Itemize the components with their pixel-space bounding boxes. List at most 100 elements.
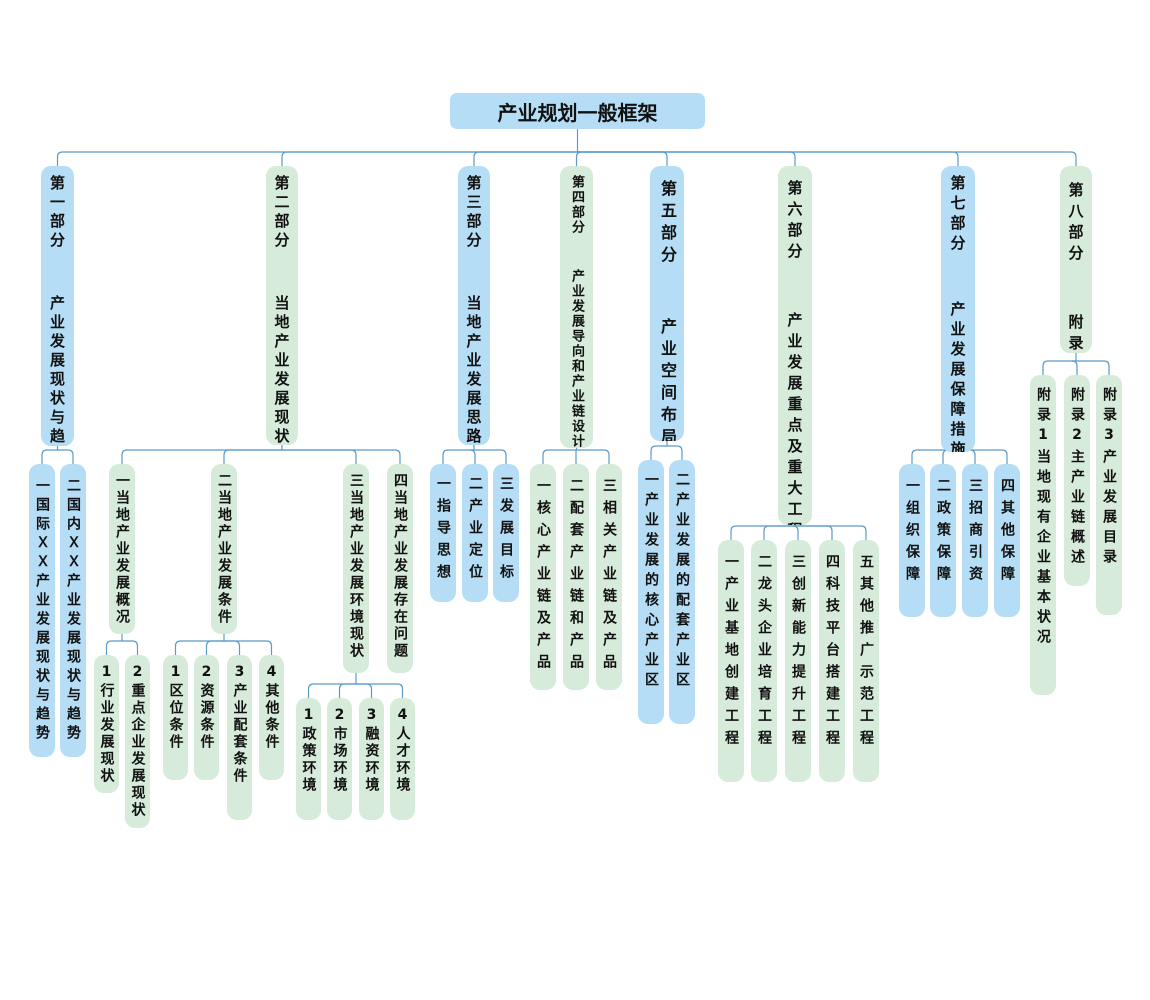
node-label: 4人才环境 [394, 707, 411, 794]
connector-line [577, 151, 959, 166]
part-2-subitem[interactable]: 2重点企业发展现状 [125, 655, 150, 828]
node-label: 2市场环境 [331, 707, 348, 794]
appendix-item[interactable]: 附录1当地现有企业基本状况 [1030, 375, 1056, 695]
connector-line [667, 445, 683, 460]
node-label: 三当地产业发展环境现状 [348, 473, 364, 660]
node-label: 附录2主产业链概述 [1069, 387, 1085, 569]
connector-line [576, 449, 610, 464]
connector-line [958, 449, 1008, 464]
connector-line [356, 683, 404, 698]
part-1-item[interactable]: 二国内ＸＸ产业发展现状与趋势 [60, 464, 86, 757]
part-6-item[interactable]: 二龙头企业培育工程 [751, 540, 777, 782]
node-label: 第一部分 产业发展现状与趋势 [48, 175, 66, 446]
connector-line [942, 449, 958, 464]
part-2-subitem[interactable]: 1行业发展现状 [94, 655, 119, 793]
part-2-item[interactable]: 二当地产业发展条件 [211, 464, 237, 634]
node-label: 二产业发展的配套产业区 [674, 472, 690, 692]
part-2-subitem[interactable]: 2市场环境 [327, 698, 352, 820]
node-label: 1行业发展现状 [98, 664, 115, 785]
part-5-item[interactable]: 一产业发展的核心产业区 [638, 460, 664, 724]
appendix-item[interactable]: 附录3产业发展目录 [1096, 375, 1122, 615]
part-2-item[interactable]: 三当地产业发展环境现状 [343, 464, 369, 673]
part-1-item[interactable]: 一国际ＸＸ产业发展现状与趋势 [29, 464, 55, 757]
part-2-subitem[interactable]: 3产业配套条件 [227, 655, 252, 820]
connector-line [205, 640, 224, 655]
connector-line [442, 449, 474, 464]
connector-line [958, 449, 976, 464]
connector-line [224, 640, 241, 655]
node-label: 附录1当地现有企业基本状况 [1035, 387, 1051, 649]
part-4-item[interactable]: 二配套产业链和产品 [563, 464, 589, 690]
part-3-node[interactable]: 第三部分 当地产业发展思路和目标 [458, 166, 490, 445]
node-label: 第六部分 产业发展重点及重大工程 [785, 180, 804, 525]
part-2-subitem[interactable]: 1区位条件 [163, 655, 188, 780]
part-6-item[interactable]: 一产业基地创建工程 [718, 540, 744, 782]
part-7-item[interactable]: 一组织保障 [899, 464, 925, 617]
connector-line [224, 640, 273, 655]
part-5-node[interactable]: 第五部分 产业空间布局 [650, 166, 684, 441]
node-label: 2重点企业发展现状 [129, 664, 146, 819]
node-label: 3融资环境 [363, 707, 380, 794]
part-2-subitem[interactable]: 4其他条件 [259, 655, 284, 780]
node-label: 一国际ＸＸ产业发展现状与趋势 [34, 478, 50, 744]
part-1-node[interactable]: 第一部分 产业发展现状与趋势 [41, 166, 74, 446]
connector-line [575, 151, 582, 166]
part-6-item[interactable]: 五其他推广示范工程 [853, 540, 879, 782]
node-label: 一产业发展的核心产业区 [643, 472, 659, 692]
connector-line [105, 640, 122, 655]
connector-line [1042, 360, 1076, 375]
node-label: 四当地产业发展存在问题 [392, 473, 408, 660]
part-3-item[interactable]: 三发展目标 [493, 464, 519, 602]
part-2-node[interactable]: 第二部分 当地产业发展现状与基础 [266, 166, 298, 445]
part-4-node[interactable]: 第四部分 产业发展导向和产业链设计 [560, 166, 593, 448]
node-label: 二龙头企业培育工程 [756, 554, 772, 752]
connector-line [795, 525, 833, 540]
node-label: 五其他推广示范工程 [858, 554, 874, 752]
node-label: 二当地产业发展条件 [216, 473, 232, 626]
node-label: 二政策保障 [935, 478, 951, 588]
connector-line [223, 449, 282, 464]
part-6-item[interactable]: 三创新能力提升工程 [785, 540, 811, 782]
part-6-node[interactable]: 第六部分 产业发展重点及重大工程 [778, 166, 812, 525]
node-label: 一组织保障 [904, 478, 920, 588]
connector-line [911, 449, 958, 464]
node-label: 1区位条件 [167, 664, 184, 751]
part-5-item[interactable]: 二产业发展的配套产业区 [669, 460, 695, 724]
part-7-item[interactable]: 三招商引资 [962, 464, 988, 617]
part-4-item[interactable]: 一核心产业链及产品 [530, 464, 556, 690]
part-6-item[interactable]: 四科技平台搭建工程 [819, 540, 845, 782]
node-label: 三相关产业链及产品 [601, 478, 617, 676]
node-label: 第二部分 当地产业发展现状与基础 [272, 175, 291, 445]
node-label: 三创新能力提升工程 [790, 554, 806, 752]
node-label: 一当地产业发展概况 [114, 473, 130, 626]
part-2-subitem[interactable]: 4人才环境 [390, 698, 415, 820]
part-4-item[interactable]: 三相关产业链及产品 [596, 464, 622, 690]
connector-line [577, 151, 668, 166]
node-label: 一核心产业链及产品 [535, 478, 551, 676]
part-2-subitem[interactable]: 3融资环境 [359, 698, 384, 820]
node-label: 二国内ＸＸ产业发展现状与趋势 [65, 478, 81, 744]
part-7-node[interactable]: 第七部分 产业发展保障措施 [941, 166, 975, 452]
part-3-item[interactable]: 一指导思想 [430, 464, 456, 602]
part-8-node[interactable]: 第八部分 附录 [1060, 166, 1092, 353]
part-2-subitem[interactable]: 1政策环境 [296, 698, 321, 820]
connector-line [730, 525, 795, 540]
root-node[interactable]: 产业规划一般框架 [450, 93, 705, 129]
connector-line [1071, 360, 1078, 375]
connector-line [792, 525, 799, 540]
part-3-item[interactable]: 二产业定位 [462, 464, 488, 602]
part-2-item[interactable]: 一当地产业发展概况 [109, 464, 135, 634]
connector-line [473, 151, 578, 166]
connector-line [356, 683, 373, 698]
part-2-item[interactable]: 四当地产业发展存在问题 [387, 464, 413, 673]
node-label: 第五部分 产业空间布局 [658, 180, 677, 441]
connector-line [281, 151, 578, 166]
appendix-item[interactable]: 附录2主产业链概述 [1064, 375, 1090, 586]
node-label: 2资源条件 [198, 664, 215, 751]
node-label: 四科技平台搭建工程 [824, 554, 840, 752]
connector-line [650, 445, 667, 460]
part-7-item[interactable]: 四其他保障 [994, 464, 1020, 617]
part-2-subitem[interactable]: 2资源条件 [194, 655, 219, 780]
part-7-item[interactable]: 二政策保障 [930, 464, 956, 617]
